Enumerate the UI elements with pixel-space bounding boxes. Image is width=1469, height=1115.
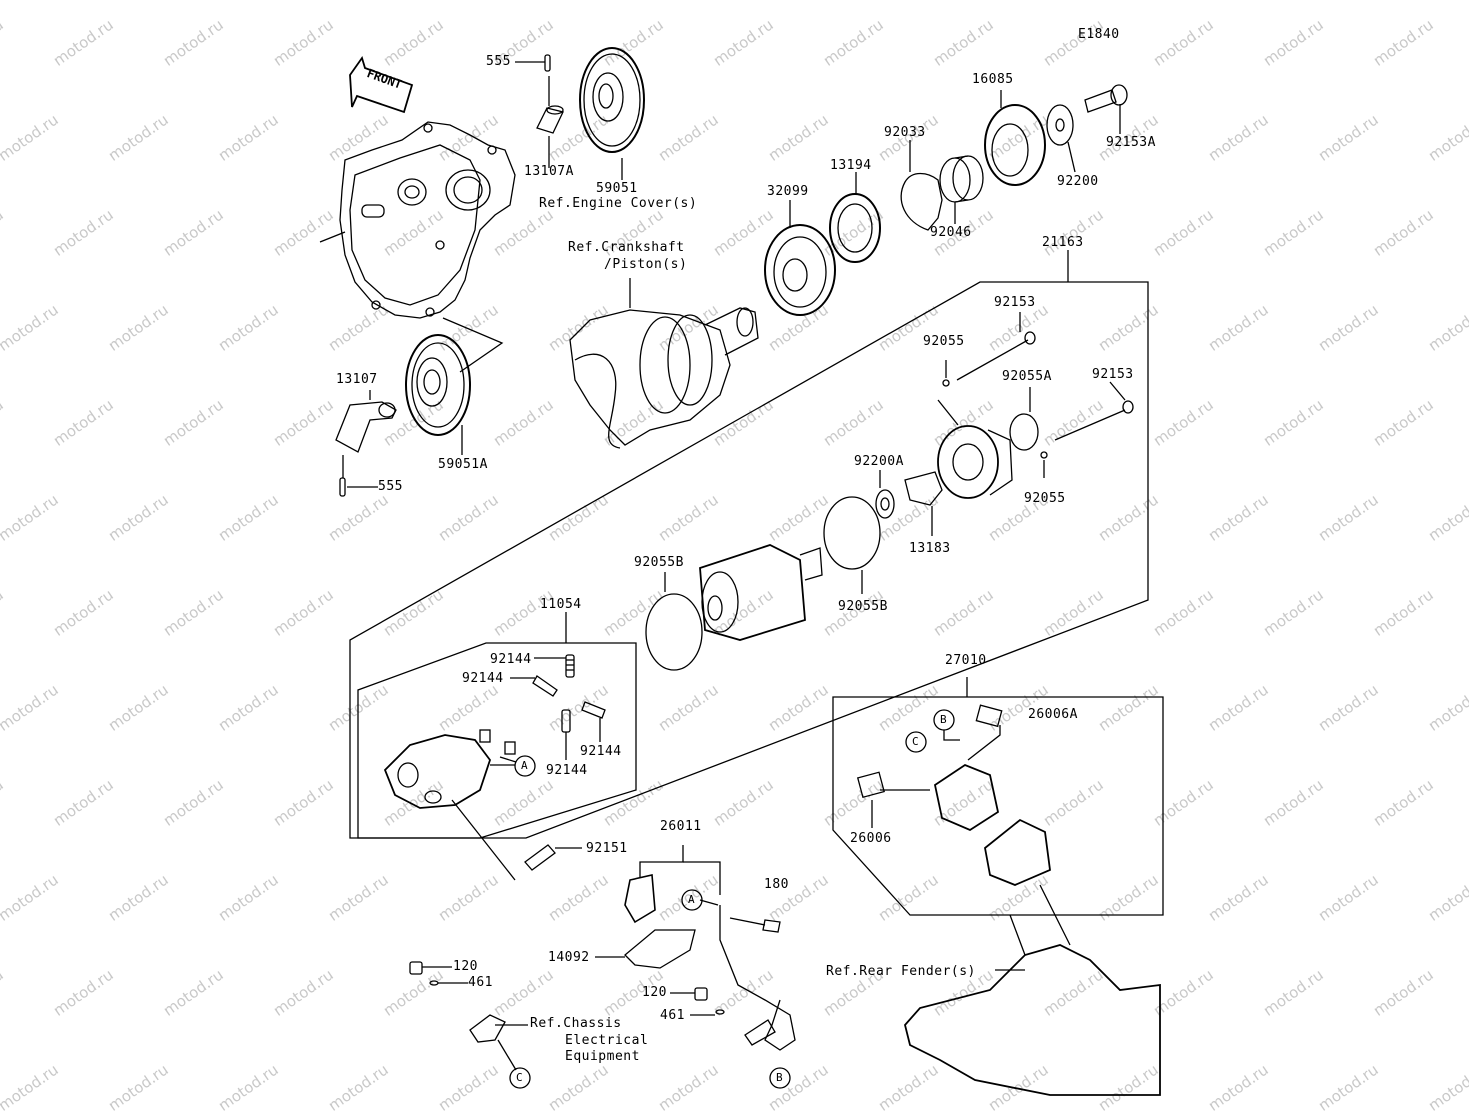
part-92144-b: 92144 (462, 671, 504, 686)
oring-92055-b (1040, 451, 1048, 459)
callout-C2 (509, 1067, 531, 1089)
part-59051A: 59051A (438, 457, 488, 472)
part-120-left: 120 (453, 959, 478, 974)
diagram-id: E1840 (1078, 27, 1120, 42)
bolt-92153A (1084, 84, 1128, 134)
brush-holder (383, 729, 516, 809)
ref-crankshaft-line2: /Piston(s) (604, 257, 688, 272)
part-120-right: 120 (642, 985, 667, 1000)
washer-92200A (875, 489, 895, 519)
ref-chassis-line1: Ref.Chassis (530, 1016, 622, 1031)
ref-crankshaft-line1: Ref.Crankshaft (568, 240, 685, 255)
part-59051: 59051 (596, 181, 638, 196)
part-92055-top: 92055 (923, 334, 965, 349)
washer-92200 (1046, 104, 1076, 173)
ref-chassis-line2: Electrical (565, 1033, 649, 1048)
plate-13183 (904, 471, 943, 506)
part-555-top: 555 (486, 54, 511, 69)
part-92153A: 92153A (1106, 135, 1156, 150)
part-92153-top: 92153 (994, 295, 1036, 310)
callout-C2-label: C (516, 1071, 524, 1084)
callout-A1-label: A (521, 759, 529, 772)
oring-92055A (1009, 413, 1039, 451)
ref-engine-cover: Ref.Engine Cover(s) (539, 196, 698, 211)
part-461-left: 461 (468, 975, 493, 990)
part-92055A: 92055A (1002, 369, 1052, 384)
part-92151: 92151 (586, 841, 628, 856)
part-13107: 13107 (336, 372, 378, 387)
front-arrow: FRONT (349, 55, 414, 114)
oring-92055B-right (823, 496, 881, 570)
part-92055B-left: 92055B (634, 555, 684, 570)
gear-59051 (579, 47, 645, 180)
part-13194: 13194 (830, 158, 872, 173)
part-14092: 14092 (548, 950, 590, 965)
shaft-13107A (536, 76, 564, 168)
part-11054: 11054 (540, 597, 582, 612)
part-92200A: 92200A (854, 454, 904, 469)
bearing-92046 (939, 155, 984, 224)
part-92055-bottom: 92055 (1024, 491, 1066, 506)
part-461-right: 461 (660, 1008, 685, 1023)
callout-C1-label: C (912, 735, 920, 748)
gear-16085 (984, 90, 1046, 186)
bracket-14092 (624, 929, 696, 969)
oring-92055 (942, 379, 950, 387)
rear-fender (904, 884, 1161, 1096)
crankshaft (569, 278, 759, 449)
part-180: 180 (764, 877, 789, 892)
callout-C1 (905, 731, 927, 753)
ring-92033 (900, 140, 943, 231)
callout-A2-label: A (688, 893, 696, 906)
bolt-92151 (451, 799, 582, 881)
bolt-92153-right (1054, 381, 1134, 441)
springs-92144 (510, 654, 606, 760)
bolt-92153 (956, 312, 1036, 381)
part-92046: 92046 (930, 225, 972, 240)
part-32099: 32099 (767, 184, 809, 199)
part-26006A: 26006A (1028, 707, 1078, 722)
callout-B2 (769, 1067, 791, 1089)
callout-A1 (514, 755, 536, 777)
starter-relay (856, 704, 1051, 886)
ref-chassis-line3: Equipment (565, 1049, 640, 1064)
part-92033: 92033 (884, 125, 926, 140)
part-92144-c: 92144 (580, 744, 622, 759)
cable-26011 (624, 845, 796, 1051)
part-555-bottom: 555 (378, 479, 403, 494)
screws-120-461 (409, 961, 725, 1071)
part-92144-d: 92144 (546, 763, 588, 778)
part-13183: 13183 (909, 541, 951, 556)
pin-555-top (544, 54, 551, 72)
part-21163: 21163 (1042, 235, 1084, 250)
callout-B1-label: B (940, 713, 948, 726)
part-27010: 27010 (945, 653, 987, 668)
engine-cover (339, 121, 516, 319)
part-13107A: 13107A (524, 164, 574, 179)
oring-92055B-left (645, 593, 703, 671)
shaft-13107 (335, 390, 397, 497)
ref-rear-fender: Ref.Rear Fender(s) (826, 964, 976, 979)
gear-59051A (405, 334, 471, 455)
callout-B2-label: B (776, 1071, 784, 1084)
part-92055B-right: 92055B (838, 599, 888, 614)
armature (699, 544, 823, 641)
frame-21163 (349, 250, 1149, 839)
frame-11054 (357, 612, 637, 839)
clutch-13194 (829, 172, 881, 263)
part-92200: 92200 (1057, 174, 1099, 189)
part-92153-right: 92153 (1092, 367, 1134, 382)
part-26006: 26006 (850, 831, 892, 846)
gear-32099 (764, 200, 836, 316)
part-92144-a: 92144 (490, 652, 532, 667)
end-cover (937, 399, 1013, 499)
frame-27010 (832, 677, 1164, 916)
part-26011: 26011 (660, 819, 702, 834)
part-16085: 16085 (972, 72, 1014, 87)
